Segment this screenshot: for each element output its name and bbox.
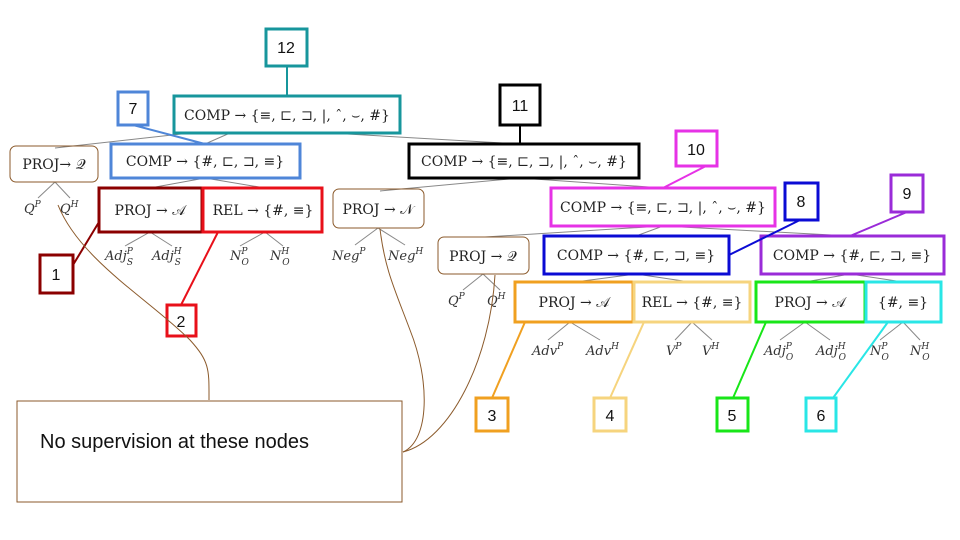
- callout-10: 10: [674, 129, 719, 168]
- callout-9: 9: [889, 173, 925, 214]
- node-set-6: {#, ≡}: [878, 295, 928, 311]
- node-comp-9: COMP → {#, ⊏, ⊐, ≡}: [773, 248, 931, 264]
- node-proj-a-1: PROJ → 𝒜: [115, 203, 188, 219]
- leaf-neg-h: NegH: [387, 247, 423, 264]
- node-box-proj-q-left: [9, 145, 99, 183]
- callout-6: 6: [804, 396, 838, 433]
- callout-3: 3: [474, 396, 510, 433]
- node-comp-8: COMP → {#, ⊏, ⊐, ≡}: [557, 248, 715, 264]
- svg-text:1: 1: [52, 267, 61, 284]
- svg-text:5: 5: [728, 408, 737, 425]
- leaf-v-h: VH: [702, 342, 719, 359]
- callout-7: 7: [116, 90, 150, 127]
- svg-text:8: 8: [797, 194, 806, 211]
- svg-text:12: 12: [277, 40, 295, 57]
- node-box-7: [109, 142, 302, 180]
- node-rel-4: REL → {#, ≡}: [642, 295, 743, 311]
- node-box-proj-q-right: [437, 236, 530, 275]
- note-text: No supervision at these nodes: [40, 431, 309, 453]
- leaf-adv-h: AdvH: [585, 342, 619, 359]
- svg-text:10: 10: [687, 142, 705, 159]
- svg-text:3: 3: [488, 408, 497, 425]
- node-comp-12: COMP → {≡, ⊏, ⊐, |, ˆ, ⌣, #}: [184, 108, 390, 124]
- svg-text:11: 11: [512, 98, 529, 115]
- node-proj-a-5: PROJ → 𝒜: [775, 295, 848, 311]
- node-box-6: [864, 280, 943, 324]
- node-comp-7: COMP → {#, ⊏, ⊐, ≡}: [126, 154, 284, 170]
- svg-text:7: 7: [129, 101, 138, 118]
- note-connectors: [57, 204, 496, 453]
- node-box-11: [407, 142, 641, 180]
- callout-1: 1: [38, 253, 75, 295]
- svg-text:6: 6: [817, 408, 826, 425]
- callout-11: 11: [498, 83, 542, 127]
- node-box-2: [201, 186, 324, 234]
- node-proj-q-left: PROJ→ 𝒬: [22, 157, 85, 173]
- callout-12: 12: [264, 27, 309, 68]
- node-proj-a-3: PROJ → 𝒜: [539, 295, 612, 311]
- note-box: [16, 400, 403, 503]
- leaf-q-p-left: QP: [24, 200, 42, 217]
- callout-8: 8: [783, 181, 820, 222]
- node-proj-q-right: PROJ → 𝒬: [449, 249, 517, 265]
- leaf-adv-p: AdvP: [531, 342, 564, 359]
- node-comp-11: COMP → {≡, ⊏, ⊐, |, ˆ, ⌣, #}: [421, 154, 627, 170]
- node-box-proj-n: [332, 188, 425, 229]
- svg-text:2: 2: [177, 314, 186, 331]
- leaf-q-h-right: QH: [487, 292, 506, 309]
- leaf-q-p-right: QP: [448, 292, 466, 309]
- svg-text:4: 4: [606, 408, 615, 425]
- callout-4: 4: [592, 396, 628, 433]
- node-box-4: [632, 280, 752, 324]
- callout-2: 2: [165, 303, 198, 338]
- node-comp-10: COMP → {≡, ⊏, ⊐, |, ˆ, ⌣, #}: [560, 200, 766, 216]
- node-proj-n: PROJ → 𝒩: [342, 202, 416, 218]
- leaf-v-p: VP: [666, 342, 682, 359]
- svg-text:9: 9: [903, 186, 912, 203]
- callout-5: 5: [715, 396, 750, 433]
- node-rel-2: REL → {#, ≡}: [213, 203, 314, 219]
- leaf-neg-p: NegP: [331, 247, 366, 264]
- callout-connectors: [72, 66, 908, 399]
